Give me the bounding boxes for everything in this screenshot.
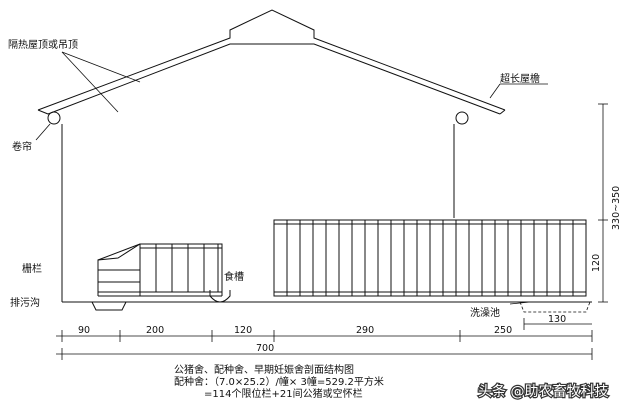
roof xyxy=(37,9,506,115)
drain-ditch-shape xyxy=(91,301,127,311)
label-drain-ditch: 排污沟 xyxy=(10,296,40,309)
feed-trough-shape xyxy=(209,290,231,303)
dim-700: 700 xyxy=(256,343,274,354)
roof-outline xyxy=(37,9,506,111)
ceiling-line xyxy=(47,43,501,115)
caption-count: =114个限位栏+21间公猪或空怀栏 xyxy=(204,387,363,400)
caption-title: 公猪舍、配种舍、早期妊娠舍剖面结构图 xyxy=(174,363,354,376)
left-stall xyxy=(97,243,223,297)
dim-120-bottom: 120 xyxy=(234,325,252,336)
dim-290: 290 xyxy=(356,325,374,336)
watermark: 头条 @助农畜牧科技 xyxy=(478,383,608,400)
label-curtain: 卷帘 xyxy=(12,140,32,153)
left-stall-outline xyxy=(97,243,223,296)
dim-130: 130 xyxy=(548,314,566,325)
bath-pool-shape xyxy=(519,301,591,313)
caption-area: 配种舍：（7.0×25.2）/幢× 3幢=529.2平方米 xyxy=(174,375,384,388)
roof-eave-right xyxy=(499,109,506,115)
left-stall-slope xyxy=(97,243,141,261)
horizontal-dimensions xyxy=(56,318,593,360)
dim-height-stall: 120 xyxy=(591,254,602,272)
vertical-dimensions xyxy=(598,103,608,303)
leader-eave xyxy=(489,83,501,99)
right-stall-block xyxy=(273,219,587,297)
dim-250: 250 xyxy=(494,325,512,336)
leader-roof-1 xyxy=(61,51,141,83)
dim-height-right: 330~350 xyxy=(611,186,622,230)
label-fence: 栅栏 xyxy=(22,262,42,275)
dim-90: 90 xyxy=(78,325,90,336)
leader-bath xyxy=(509,301,531,305)
label-eave: 超长屋檐 xyxy=(500,72,540,85)
leader-roof-2 xyxy=(61,51,119,113)
label-roof-insulation: 隔热屋顶或吊顶 xyxy=(8,38,78,51)
curtain-roll-left xyxy=(47,111,61,125)
label-trough: 食槽 xyxy=(224,270,244,283)
label-bath-pool: 洗澡池 xyxy=(470,306,500,319)
leader-curtain xyxy=(35,123,51,141)
right-stall-bars xyxy=(286,220,574,296)
dim-200: 200 xyxy=(146,325,164,336)
roof-eave-left xyxy=(37,109,49,115)
curtain-roll-right xyxy=(455,111,469,125)
